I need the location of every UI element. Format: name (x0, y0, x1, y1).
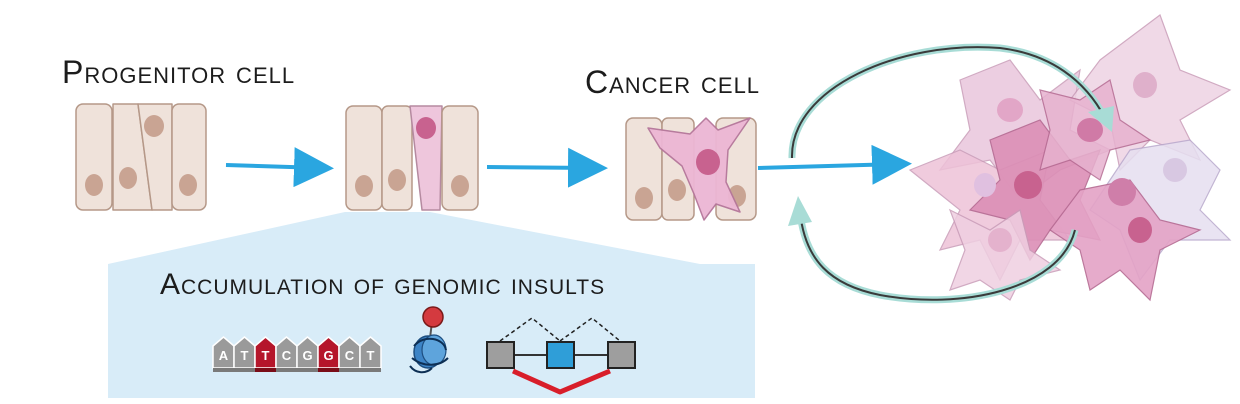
dna-base (359, 336, 382, 369)
dna-base-letter: T (262, 348, 270, 363)
mutation-mark (318, 368, 339, 372)
nucleus (179, 174, 197, 196)
dna-base-letter: A (219, 348, 229, 363)
tumor-nucleus (988, 228, 1012, 252)
mutation-mark (255, 368, 276, 372)
progenitor-cell-label: Progenitor cell (62, 54, 296, 90)
nucleosome-icon (409, 306, 449, 374)
cancer-cell-group (625, 117, 757, 221)
feedback-arrow-top (790, 46, 1106, 159)
transformed-nucleus (416, 117, 436, 139)
dna-base-letter: T (367, 348, 375, 363)
transforming-cell-group (345, 105, 479, 211)
nucleus (144, 115, 164, 137)
tumor-nucleus (1163, 158, 1187, 182)
progression-arrow (757, 144, 912, 185)
normal-cell (441, 105, 479, 211)
feedback-arrowhead (1088, 106, 1114, 132)
progenitor-cell (75, 103, 113, 211)
dna-base-letter: G (323, 348, 333, 363)
nucleus (85, 174, 103, 196)
tumor-nucleus (997, 98, 1023, 122)
nucleus (355, 175, 373, 197)
dna-backbone (213, 368, 381, 372)
progression-arrow (486, 147, 608, 188)
dna-base-letter: G (302, 348, 312, 363)
feedback-arrowhead (788, 196, 812, 226)
feedback-loop (788, 43, 1114, 304)
nucleus (388, 169, 406, 191)
tumor-nucleus (1128, 217, 1152, 243)
histone-mark (422, 306, 444, 328)
tumor-cell (948, 208, 1062, 301)
nucleus (668, 179, 686, 201)
nucleus (119, 167, 137, 189)
accumulation-panel (108, 212, 755, 398)
tumor-nucleus (1014, 171, 1042, 199)
tumor-nucleus (1133, 72, 1157, 98)
dna-base-letter: T (241, 348, 249, 363)
progenitor-cell-group (75, 103, 207, 211)
feedback-arrow-bottom (799, 211, 1076, 301)
tumor-mass (908, 14, 1232, 302)
cancer-nucleus (696, 149, 720, 175)
accumulation-label: Accumulation of genomic insults (160, 268, 606, 301)
cancer-cell-label: Cancer cell (585, 64, 761, 100)
tumor-nucleus (1077, 118, 1103, 142)
exon-box (607, 341, 636, 369)
nucleus (451, 175, 469, 197)
splicing-icon (486, 317, 636, 395)
progression-arrow (225, 147, 334, 188)
exon-box (486, 341, 515, 369)
nucleus (635, 187, 653, 209)
tumor-nucleus (1108, 178, 1136, 206)
normal-cell (381, 105, 413, 211)
dna-base-letter: C (282, 348, 292, 363)
exon-box (546, 341, 575, 369)
dna-base-letter: C (345, 348, 355, 363)
exon-skipping-line (511, 368, 611, 395)
tumor-nucleus (974, 173, 996, 197)
